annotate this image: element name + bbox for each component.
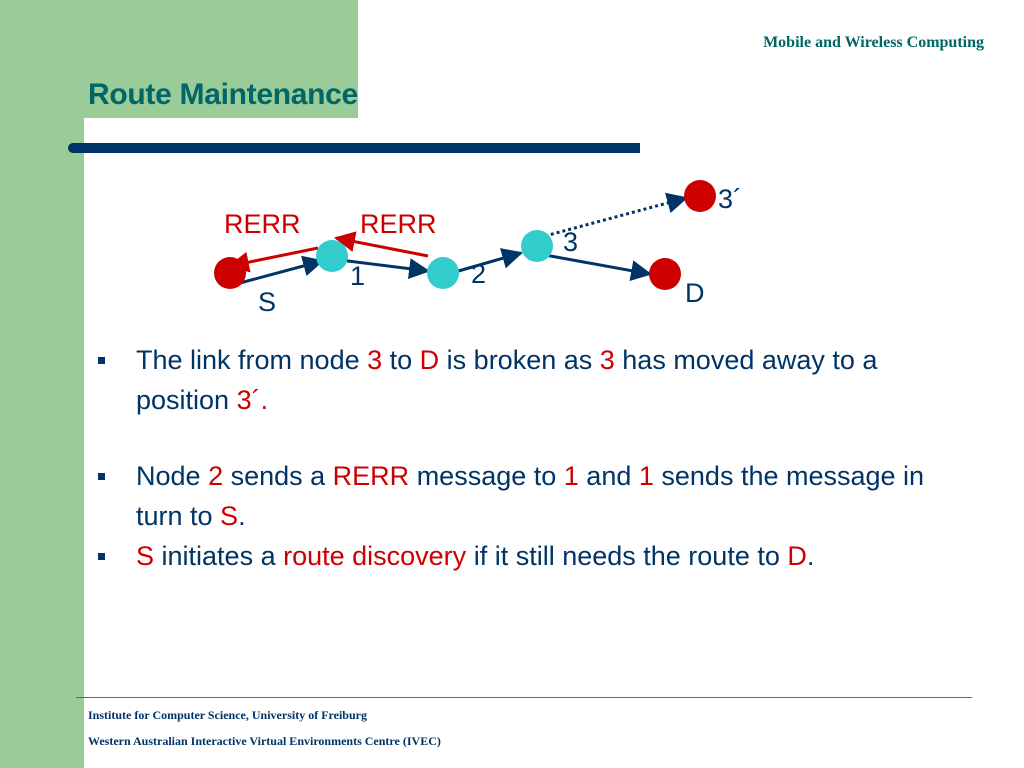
footer-institute: Institute for Computer Science, Universi… <box>88 708 367 722</box>
bullet-seg-highlight: S <box>220 501 239 531</box>
bullet-seg-highlight: D <box>419 345 440 375</box>
link-1-2 <box>339 258 431 280</box>
node-1 <box>316 240 348 272</box>
bullet-marker <box>98 473 105 480</box>
rerr-label-right: RERR <box>360 209 437 239</box>
node-s-label: S <box>258 287 276 317</box>
node-d-label: D <box>685 278 705 308</box>
title-underline-bar <box>68 143 640 153</box>
bullet-seg: message to <box>409 461 564 491</box>
rerr-arrow-2-to-1 <box>333 231 429 258</box>
bullet-seg: is broken as <box>439 345 600 375</box>
bullet-marker <box>98 357 105 364</box>
footer-centre: Western Australian Interactive Virtual E… <box>88 734 441 748</box>
course-title: Mobile and Wireless Computing <box>763 34 984 51</box>
top-green-block <box>84 0 358 118</box>
node-3 <box>521 230 553 262</box>
bullet-seg: sends a <box>223 461 333 491</box>
bullet-text: Node 2 sends a RERR message to 1 and 1 s… <box>136 461 924 531</box>
link-3-d-broken <box>544 253 653 281</box>
bullet-seg-highlight: D <box>787 541 807 571</box>
bullet-seg-highlight: 3 <box>599 345 615 375</box>
node-1-label: 1 <box>350 261 365 291</box>
route-diagram: RERR RERR S 1 2 3 3´ D <box>214 180 742 317</box>
bullet-seg: sends the message in turn to <box>136 461 925 531</box>
node-2 <box>427 257 459 289</box>
rerr-arrow-1-to-s <box>227 246 319 273</box>
node-3-moved-label: 3´ <box>718 184 742 214</box>
bullet-text: S initiates a route discovery if it stil… <box>136 541 814 571</box>
node-d <box>649 258 681 290</box>
bullet-seg-highlight: 1 <box>638 461 654 491</box>
bullet-text: The link from node 3 to D is broken as 3… <box>136 345 877 415</box>
bullet-seg: Node <box>136 461 209 491</box>
bullet-seg: . <box>238 501 246 531</box>
bullet-seg-highlight: RERR <box>332 461 410 491</box>
bullet-marker <box>98 553 105 560</box>
bullet-item-rerr: Node 2 sends a RERR message to 1 and 1 s… <box>96 456 976 536</box>
node-s <box>214 257 246 289</box>
bullet-seg: The link from node <box>136 345 368 375</box>
bullet-seg: . <box>806 541 815 571</box>
node-3-label: 3 <box>563 227 578 257</box>
link-3-moved-dotted <box>544 192 689 238</box>
bullet-seg-highlight: 1 <box>563 461 579 491</box>
bullet-seg-highlight: route discovery <box>283 541 467 571</box>
bullet-seg: to <box>382 345 420 375</box>
bullet-seg-highlight: 3´. <box>236 385 269 415</box>
bullet-seg: has moved away to a position <box>136 345 878 415</box>
bullet-seg: and <box>578 461 639 491</box>
bullet-seg-highlight: 3 <box>367 345 383 375</box>
bullet-seg-highlight: 2 <box>208 461 224 491</box>
link-2-3 <box>454 248 524 274</box>
link-s-1 <box>239 255 325 285</box>
footer-divider <box>76 697 972 698</box>
bullet-seg-highlight: S <box>136 541 155 571</box>
bullet-list: The link from node 3 to D is broken as 3… <box>96 340 976 576</box>
bullet-seg: initiates a <box>154 541 284 571</box>
bullet-item-link-broken: The link from node 3 to D is broken as 3… <box>96 340 976 420</box>
bullet-item-route-discovery: S initiates a route discovery if it stil… <box>96 536 976 576</box>
node-2-label: 2 <box>471 259 486 289</box>
node-3-moved <box>684 180 716 212</box>
rerr-label-left: RERR <box>224 209 301 239</box>
left-green-band <box>0 0 84 768</box>
bullet-seg: if it still needs the route to <box>466 541 788 571</box>
slide-title: Route Maintenance <box>88 78 358 111</box>
